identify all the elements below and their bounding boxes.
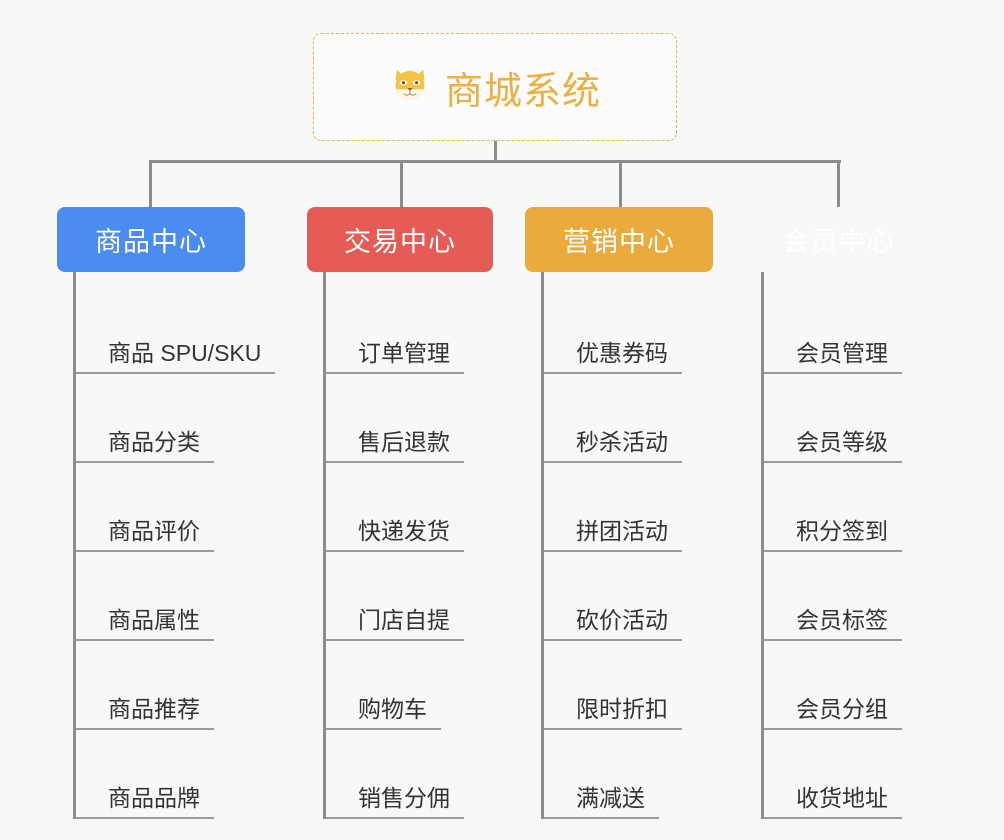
leaf-label: 商品属性 [76, 607, 214, 641]
leaf-label: 限时折扣 [544, 696, 682, 730]
leaf-item[interactable]: 销售分佣 [326, 730, 525, 819]
leaf-label: 满减送 [544, 785, 659, 819]
leaf-item[interactable]: 快递发货 [326, 463, 525, 552]
leaf-item[interactable]: 商品推荐 [76, 641, 307, 730]
leaf-label: 商品分类 [76, 429, 214, 463]
leaf-label: 门店自提 [326, 607, 464, 641]
leaf-item[interactable]: 会员标签 [764, 552, 975, 641]
leaf-label: 会员等级 [764, 429, 902, 463]
leaf-item[interactable]: 秒杀活动 [544, 374, 745, 463]
leaf-label: 优惠券码 [544, 340, 682, 374]
leaf-label: 商品评价 [76, 518, 214, 552]
connector-drop-2 [619, 160, 622, 207]
leaf-item[interactable]: 售后退款 [326, 374, 525, 463]
root-node[interactable]: 商城系统 [313, 33, 677, 141]
category-header-1[interactable]: 交易中心 [307, 207, 493, 272]
leaf-item[interactable]: 门店自提 [326, 552, 525, 641]
category-label-0: 商品中心 [95, 227, 207, 257]
leaf-item[interactable]: 满减送 [544, 730, 745, 819]
leaf-item[interactable]: 商品属性 [76, 552, 307, 641]
leaf-item[interactable]: 商品品牌 [76, 730, 307, 819]
leaf-label: 订单管理 [326, 340, 464, 374]
leaf-list-3: 会员管理 会员等级 积分签到 会员标签 会员分组 收货地址 [761, 272, 975, 819]
leaf-label: 快递发货 [326, 518, 464, 552]
shiba-dog-face-icon [389, 63, 431, 112]
leaf-item[interactable]: 砍价活动 [544, 552, 745, 641]
category-header-3[interactable]: 会员中心 [745, 207, 932, 272]
leaf-label: 秒杀活动 [544, 429, 682, 463]
leaf-label: 拼团活动 [544, 518, 682, 552]
leaf-label: 售后退款 [326, 429, 464, 463]
category-label-1: 交易中心 [344, 227, 456, 257]
leaf-list-0: 商品 SPU/SKU 商品分类 商品评价 商品属性 商品推荐 商品品牌 [73, 272, 307, 819]
leaf-label: 商品推荐 [76, 696, 214, 730]
connector-root-stem [494, 141, 497, 162]
leaf-label: 积分签到 [764, 518, 902, 552]
category-header-0[interactable]: 商品中心 [57, 207, 245, 272]
leaf-item[interactable]: 商品分类 [76, 374, 307, 463]
leaf-item[interactable]: 商品评价 [76, 463, 307, 552]
leaf-label: 商品品牌 [76, 785, 214, 819]
leaf-item[interactable]: 积分签到 [764, 463, 975, 552]
leaf-item[interactable]: 优惠券码 [544, 285, 745, 374]
leaf-label: 会员分组 [764, 696, 902, 730]
category-label-3: 会员中心 [782, 227, 895, 257]
leaf-label: 会员标签 [764, 607, 902, 641]
leaf-list-1: 订单管理 售后退款 快递发货 门店自提 购物车 销售分佣 [323, 272, 525, 819]
leaf-label: 收货地址 [764, 785, 902, 819]
leaf-item[interactable]: 购物车 [326, 641, 525, 730]
connector-drop-1 [400, 160, 403, 207]
leaf-item[interactable]: 收货地址 [764, 730, 975, 819]
connector-horizontal-bus [149, 160, 841, 163]
leaf-item[interactable]: 限时折扣 [544, 641, 745, 730]
category-column-2: 营销中心 优惠券码 秒杀活动 拼团活动 砍价活动 限时折扣 满减送 [525, 207, 745, 819]
category-label-2: 营销中心 [563, 227, 675, 257]
leaf-item[interactable]: 会员分组 [764, 641, 975, 730]
leaf-list-2: 优惠券码 秒杀活动 拼团活动 砍价活动 限时折扣 满减送 [541, 272, 745, 819]
category-header-2[interactable]: 营销中心 [525, 207, 713, 272]
connector-drop-0 [149, 160, 152, 207]
category-column-3: 会员中心 会员管理 会员等级 积分签到 会员标签 会员分组 收货地址 [745, 207, 975, 819]
leaf-label: 购物车 [326, 696, 441, 730]
leaf-label: 商品 SPU/SKU [76, 340, 276, 374]
connector-drop-3 [837, 160, 840, 207]
leaf-label: 砍价活动 [544, 607, 682, 641]
category-column-0: 商品中心 商品 SPU/SKU 商品分类 商品评价 商品属性 商品推荐 商品品牌 [57, 207, 307, 819]
leaf-item[interactable]: 会员等级 [764, 374, 975, 463]
leaf-item[interactable]: 会员管理 [764, 285, 975, 374]
leaf-label: 销售分佣 [326, 785, 464, 819]
leaf-item[interactable]: 订单管理 [326, 285, 525, 374]
root-title: 商城系统 [444, 70, 601, 113]
leaf-item[interactable]: 拼团活动 [544, 463, 745, 552]
category-column-1: 交易中心 订单管理 售后退款 快递发货 门店自提 购物车 销售分佣 [307, 207, 525, 819]
leaf-item[interactable]: 商品 SPU/SKU [76, 285, 307, 374]
leaf-label: 会员管理 [764, 340, 902, 374]
